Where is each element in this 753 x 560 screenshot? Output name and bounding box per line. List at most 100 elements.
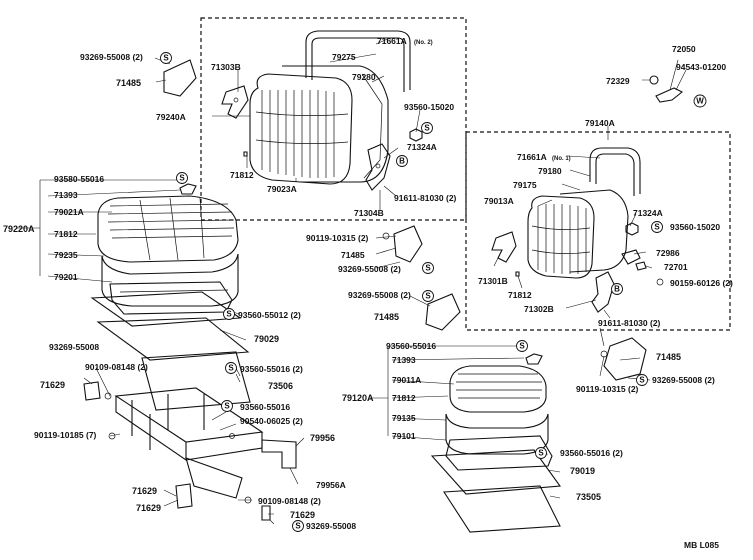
label-71485-c: 71485 (374, 312, 399, 322)
label-71393-b: 71393 (392, 355, 416, 365)
label-72329: 72329 (606, 76, 630, 86)
fasteners (104, 232, 664, 504)
diagram-code: MB L085 (684, 540, 719, 550)
plate-mid (96, 317, 250, 361)
right-seat-stitching (456, 373, 542, 399)
hinge-71304b (365, 143, 391, 191)
label-71661a-top-sub: (No. 2) (414, 40, 433, 46)
right-seat-cushion-assembly (430, 337, 647, 533)
label-71485-b: 71485 (341, 250, 365, 260)
label-93269-55008-a: 93269-55008 (2) (80, 52, 143, 62)
label-79175: 79175 (513, 180, 537, 190)
seat-frame-79201 (109, 281, 233, 315)
label-93580-55016-a: 93580-55016 (54, 174, 104, 184)
label-79120a: 79120A (342, 393, 374, 403)
symbol-s-11-text: S (519, 342, 525, 351)
label-79956: 79956 (310, 433, 335, 443)
right-seatback-stitching (537, 204, 587, 274)
label-94543-01200: 94543-01200 (676, 62, 726, 72)
bolt-90109-a (104, 392, 112, 400)
label-93269-55008-f: 93269-55008 (2) (652, 375, 715, 385)
label-72050: 72050 (672, 44, 696, 54)
label-71812-right: 71812 (508, 290, 532, 300)
left-seat-cushion-assembly (90, 183, 251, 411)
label-90109-08148-b: 90109-08148 (2) (258, 496, 321, 506)
symbol-s-13-text: S (538, 449, 544, 458)
label-79956a: 79956A (316, 480, 346, 490)
label-79023a: 79023A (267, 184, 297, 194)
label-71303b: 71303B (211, 62, 241, 72)
bolt-90109-b (244, 496, 252, 504)
label-93560-55016-d: 93560-55016 (2) (560, 448, 623, 458)
right-seatback-seams (531, 225, 591, 254)
cover-71485-c (425, 293, 461, 331)
label-71661a-right-sub: (No. 1) (552, 156, 571, 162)
washer-90540 (229, 433, 235, 439)
seatback-stitching (261, 90, 335, 178)
bracket-72986 (621, 249, 641, 265)
symbol-s-9 (221, 400, 233, 412)
label-71661a-right: 71661A (517, 152, 547, 162)
label-73505: 73505 (576, 492, 601, 502)
clip-71812-top (243, 151, 248, 157)
headrest-71661a-right (589, 147, 641, 194)
symbol-s-7 (223, 308, 235, 320)
label-72701: 72701 (664, 262, 688, 272)
seat-base-frame-79956 (83, 381, 297, 521)
label-79235: 79235 (54, 250, 78, 260)
label-71485-a: 71485 (116, 78, 141, 88)
label-93269-55008-c: 93269-55008 (2) (348, 290, 411, 300)
plate-79019 (430, 449, 562, 495)
label-91611-81030-top: 91611-81030 (2) (394, 193, 457, 203)
symbol-s-3 (176, 172, 188, 184)
headrest-inner-line (311, 37, 405, 92)
bolt-90119-a (382, 232, 390, 240)
label-79220a: 79220A (3, 224, 35, 234)
bolt-90119-b (600, 350, 608, 358)
label-93269-55008-b: 93269-55008 (2) (338, 264, 401, 274)
symbol-b-1 (396, 155, 408, 167)
leg-79956a (261, 439, 297, 469)
label-93269-55008-e: 93269-55008 (306, 521, 356, 531)
lock-parts-72050 (649, 75, 684, 103)
symbols-s: S S S S S S S S S S S S S (160, 52, 663, 532)
label-79280: 79280 (352, 72, 376, 82)
label-71393-a: 71393 (54, 190, 78, 200)
symbol-s-10 (292, 520, 304, 532)
symbol-s-5 (422, 262, 434, 274)
label-90119-10185: 90119-10185 (7) (34, 430, 97, 440)
seat-stitching (107, 203, 235, 239)
label-93560-15020-b: 93560-15020 (670, 222, 720, 232)
symbol-s-5-text: S (425, 264, 431, 273)
label-71661a-top: 71661A (377, 36, 407, 46)
cover-71485-d (603, 337, 647, 381)
label-93560-55016-b: 93560-55016 (240, 402, 290, 412)
seatback-cover-79023a (249, 73, 353, 185)
seat-cover-79011a (449, 365, 547, 413)
right-seatback-assembly (491, 147, 647, 313)
label-71629-c: 71629 (136, 503, 161, 513)
symbol-s-4-text: S (654, 223, 660, 232)
frame-top (114, 387, 264, 443)
trim-71393-b (525, 353, 543, 365)
symbol-s-8-text: S (228, 364, 234, 373)
label-93560-55016-c: 93560-55016 (386, 341, 436, 351)
label-79201: 79201 (54, 272, 78, 282)
bracket-71629-a (83, 381, 101, 401)
board-73505 (443, 485, 561, 533)
headrest-71661a-top (305, 30, 411, 90)
symbol-s-8 (225, 362, 237, 374)
symbol-s-1 (160, 52, 172, 64)
label-71485-d: 71485 (656, 352, 681, 362)
seatback-seams (255, 111, 349, 144)
label-90540-06025: 90540-06025 (2) (240, 416, 303, 426)
symbol-b-1-text: B (399, 157, 405, 166)
label-93269-55008-d: 93269-55008 (49, 342, 99, 352)
symbol-s-12 (636, 374, 648, 386)
label-79101: 79101 (392, 431, 416, 441)
symbol-s-9-text: S (224, 402, 230, 411)
bracket-71629-d (261, 505, 271, 521)
symbol-s-6-text: S (425, 292, 431, 301)
